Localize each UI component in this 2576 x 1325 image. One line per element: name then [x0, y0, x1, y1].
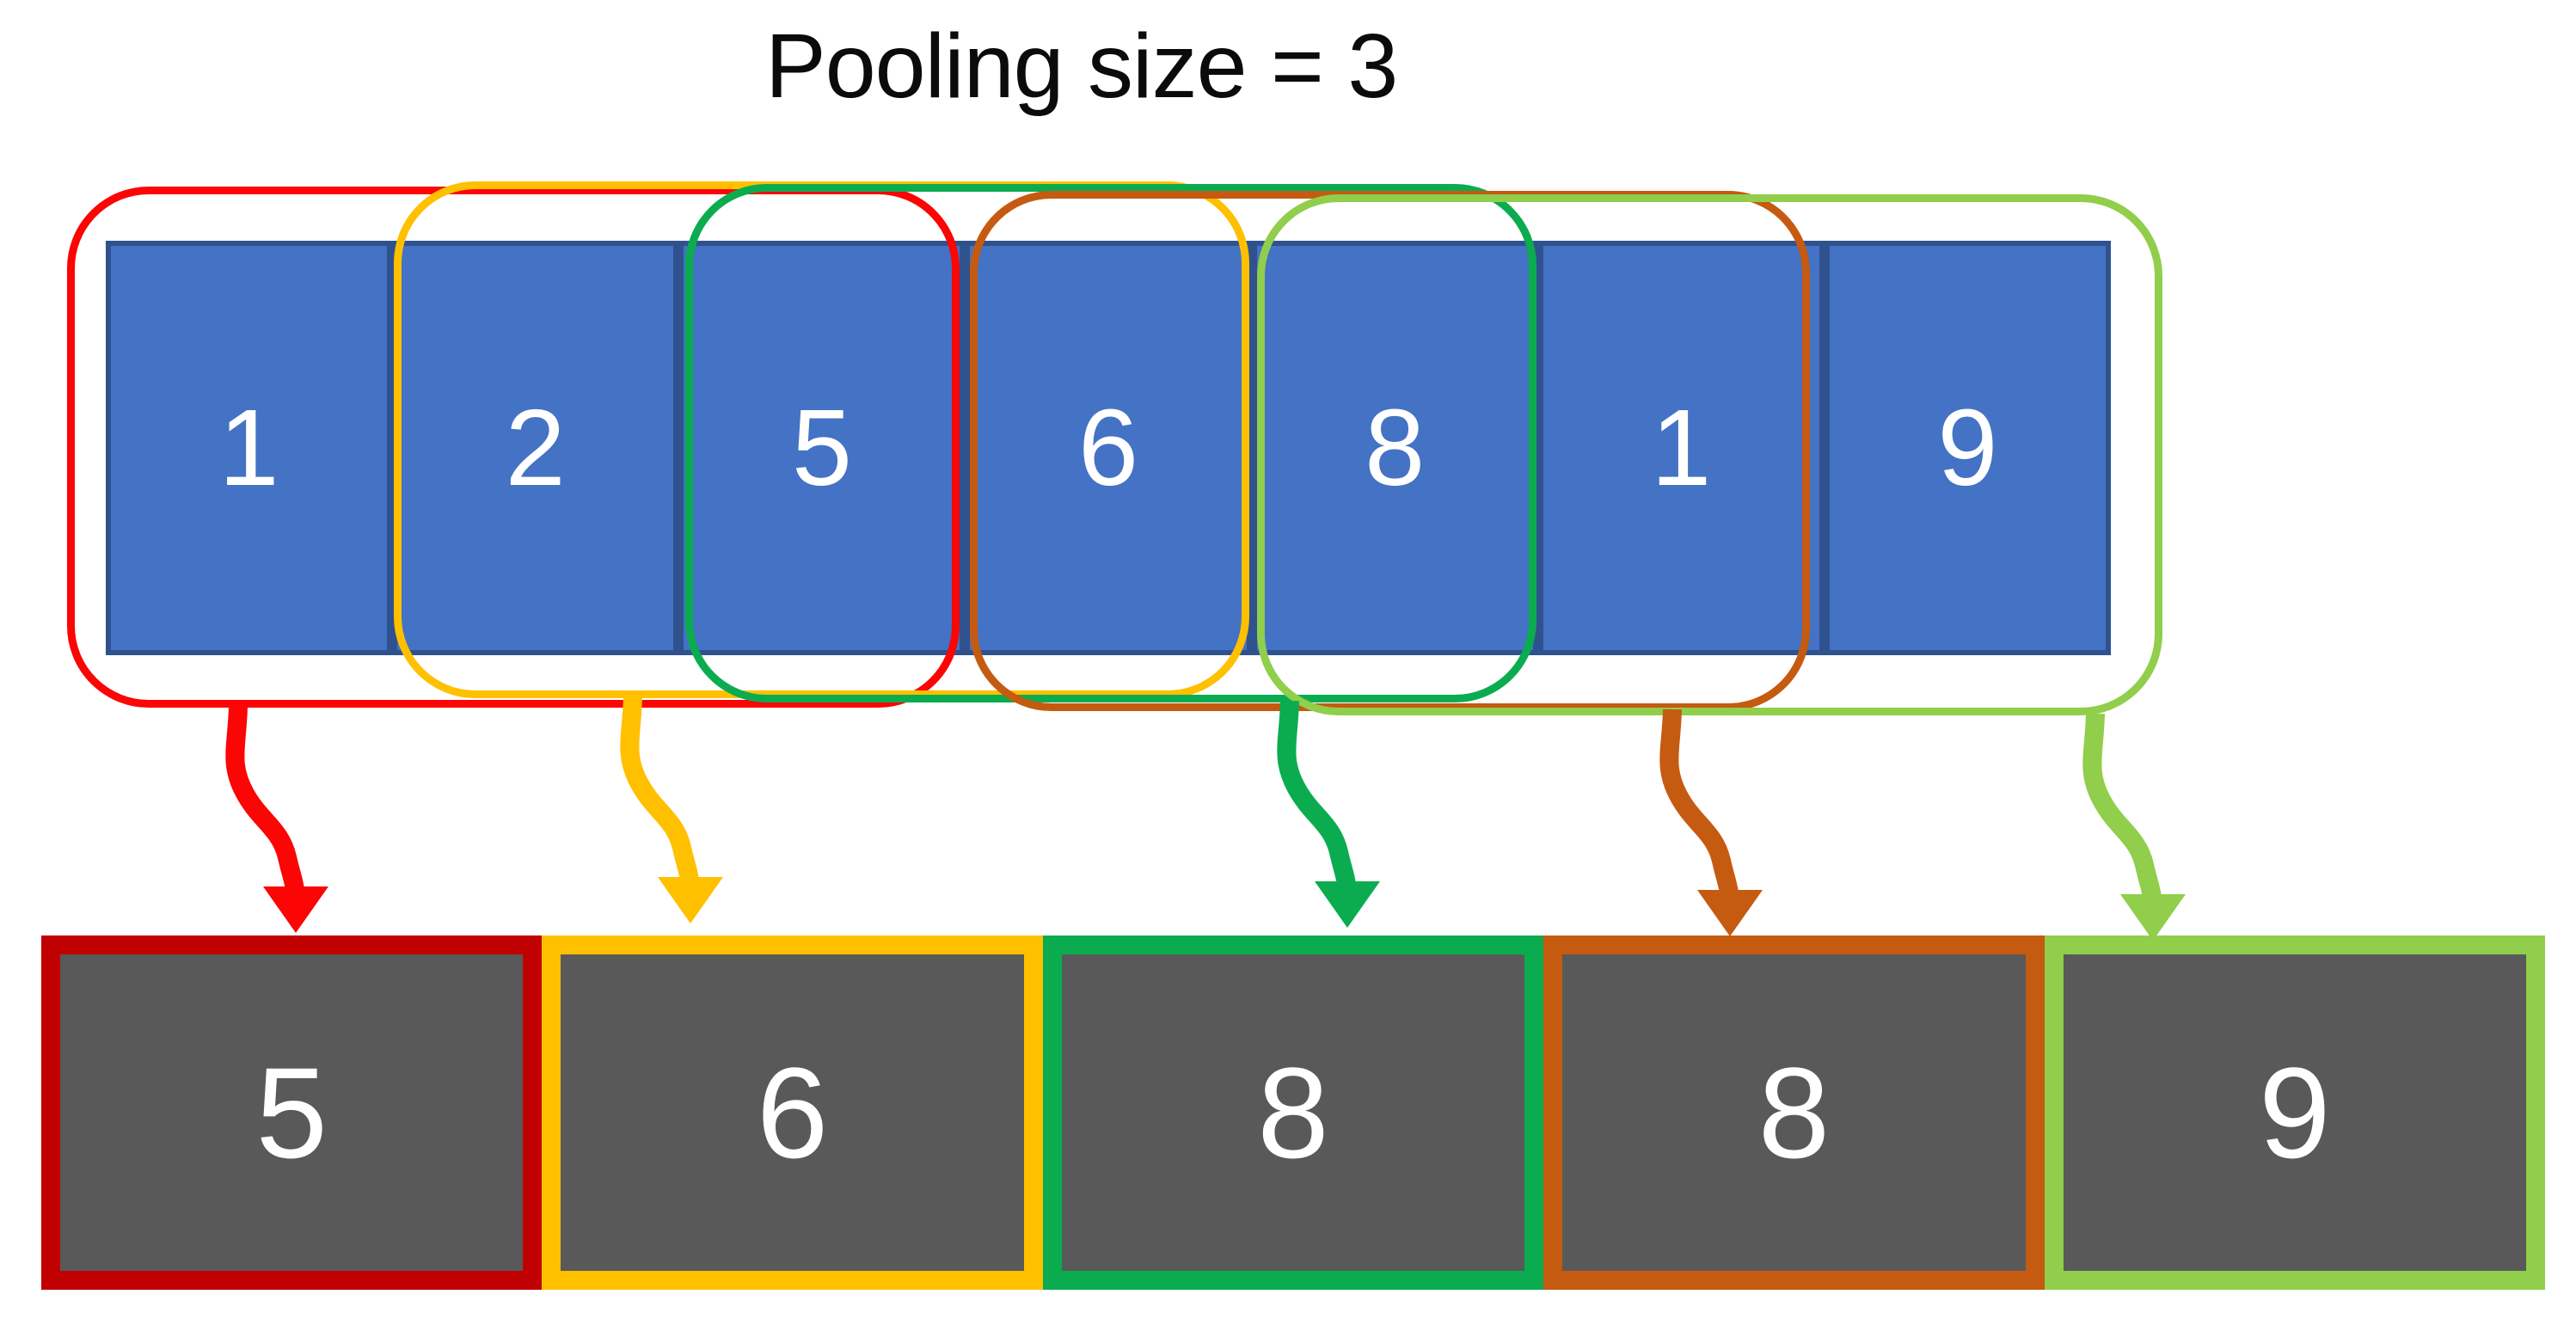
curved-arrow-icon [1277, 700, 1380, 928]
input-cell-7: 9 [1824, 241, 2111, 655]
input-cell-2: 2 [392, 241, 679, 655]
pooling-window-5 [1257, 194, 2162, 715]
output-cell-value: 5 [255, 1040, 328, 1185]
diagram-title: Pooling size = 3 [765, 15, 1398, 117]
input-cell-6: 1 [1537, 241, 1825, 655]
input-cell-value: 2 [505, 387, 566, 508]
arrow-head [1315, 881, 1380, 928]
output-row: 5 6 8 8 9 [41, 935, 2546, 1290]
output-cell-value: 6 [756, 1040, 829, 1185]
curved-arrow-icon [225, 705, 328, 933]
arrow-head [658, 877, 723, 923]
output-cell-value: 8 [1757, 1040, 1831, 1185]
input-cell-4: 6 [965, 241, 1252, 655]
arrow-head [2120, 894, 2186, 941]
output-cell-5: 9 [2044, 935, 2546, 1290]
input-row: 1 2 5 6 8 1 9 [106, 241, 2111, 655]
output-cell-4: 8 [1543, 935, 2045, 1290]
pooling-window-1 [67, 187, 960, 708]
curved-arrow-icon [2082, 713, 2186, 941]
arrow-head [263, 886, 328, 933]
curved-arrow-icon [1659, 709, 1763, 936]
input-cell-1: 1 [106, 241, 393, 655]
input-cell-value: 5 [791, 387, 852, 508]
output-cell-3: 8 [1042, 935, 1544, 1290]
input-cell-value: 8 [1365, 387, 1426, 508]
input-cell-value: 1 [218, 387, 279, 508]
output-cell-1: 5 [41, 935, 543, 1290]
output-cell-2: 6 [542, 935, 1043, 1290]
input-cell-3: 5 [678, 241, 966, 655]
pooling-window-3 [685, 184, 1536, 702]
input-cell-value: 1 [1651, 387, 1712, 508]
arrow-head [1697, 890, 1763, 936]
output-cell-value: 8 [1257, 1040, 1329, 1185]
output-cell-value: 9 [2259, 1040, 2331, 1185]
input-cell-5: 8 [1251, 241, 1538, 655]
input-cell-value: 9 [1937, 387, 1998, 508]
input-cell-value: 6 [1077, 387, 1139, 508]
curved-arrow-icon [620, 696, 723, 923]
